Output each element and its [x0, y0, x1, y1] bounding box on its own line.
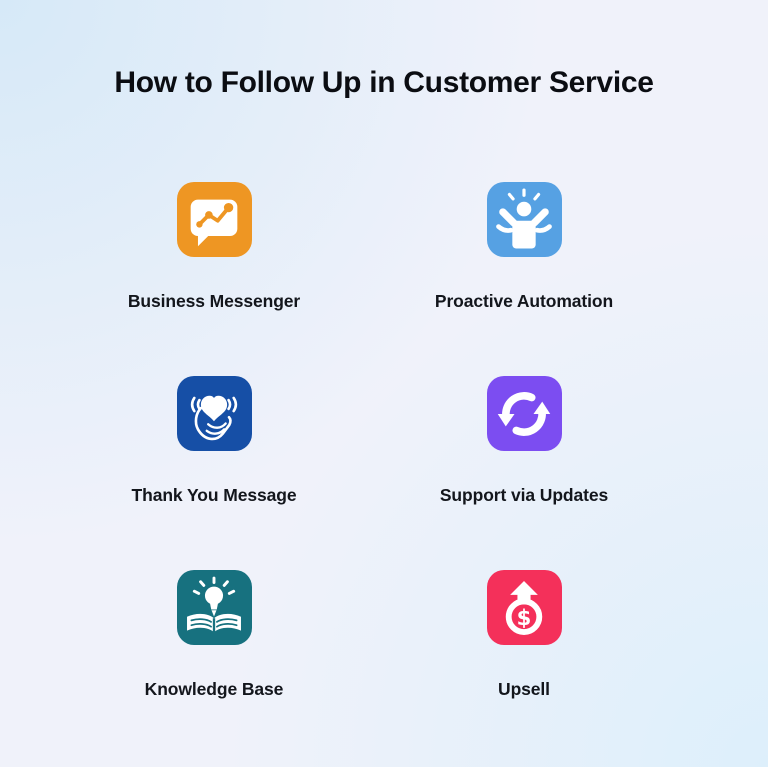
card-label: Support via Updates [439, 485, 609, 505]
card-business-messenger: Business Messenger [59, 182, 369, 312]
thank-you-message-tile [176, 376, 252, 451]
support-via-updates-tile [486, 376, 562, 451]
card-label: Proactive Automation [434, 291, 614, 311]
card-thank-you-message: Thank You Message [59, 376, 369, 506]
chat-chart-icon [190, 199, 238, 246]
card-upsell: $ Upsell [369, 570, 679, 700]
sync-arrows-icon [497, 391, 551, 436]
card-label: Business Messenger [127, 291, 301, 311]
card-knowledge-base: Knowledge Base [59, 570, 369, 700]
dollar-glyph: $ [517, 604, 532, 629]
info-grid: Business Messenger Proactive Automation … [0, 182, 753, 700]
upsell-tile: $ [486, 570, 562, 645]
book-lightbulb-icon [187, 576, 241, 632]
heart-in-hand-icon [190, 395, 238, 440]
person-arms-up-icon [496, 188, 552, 248]
card-support-via-updates: Support via Updates [369, 376, 679, 506]
dollar-up-arrow-icon: $ [505, 580, 543, 635]
proactive-automation-tile [486, 182, 562, 257]
knowledge-base-tile [176, 570, 252, 645]
card-label: Knowledge Base [144, 679, 284, 699]
card-label: Thank You Message [131, 485, 297, 505]
page-title: How to Follow Up in Customer Service [114, 66, 654, 99]
business-messenger-tile [176, 182, 252, 257]
card-label: Upsell [498, 679, 550, 699]
card-proactive-automation: Proactive Automation [369, 182, 679, 312]
